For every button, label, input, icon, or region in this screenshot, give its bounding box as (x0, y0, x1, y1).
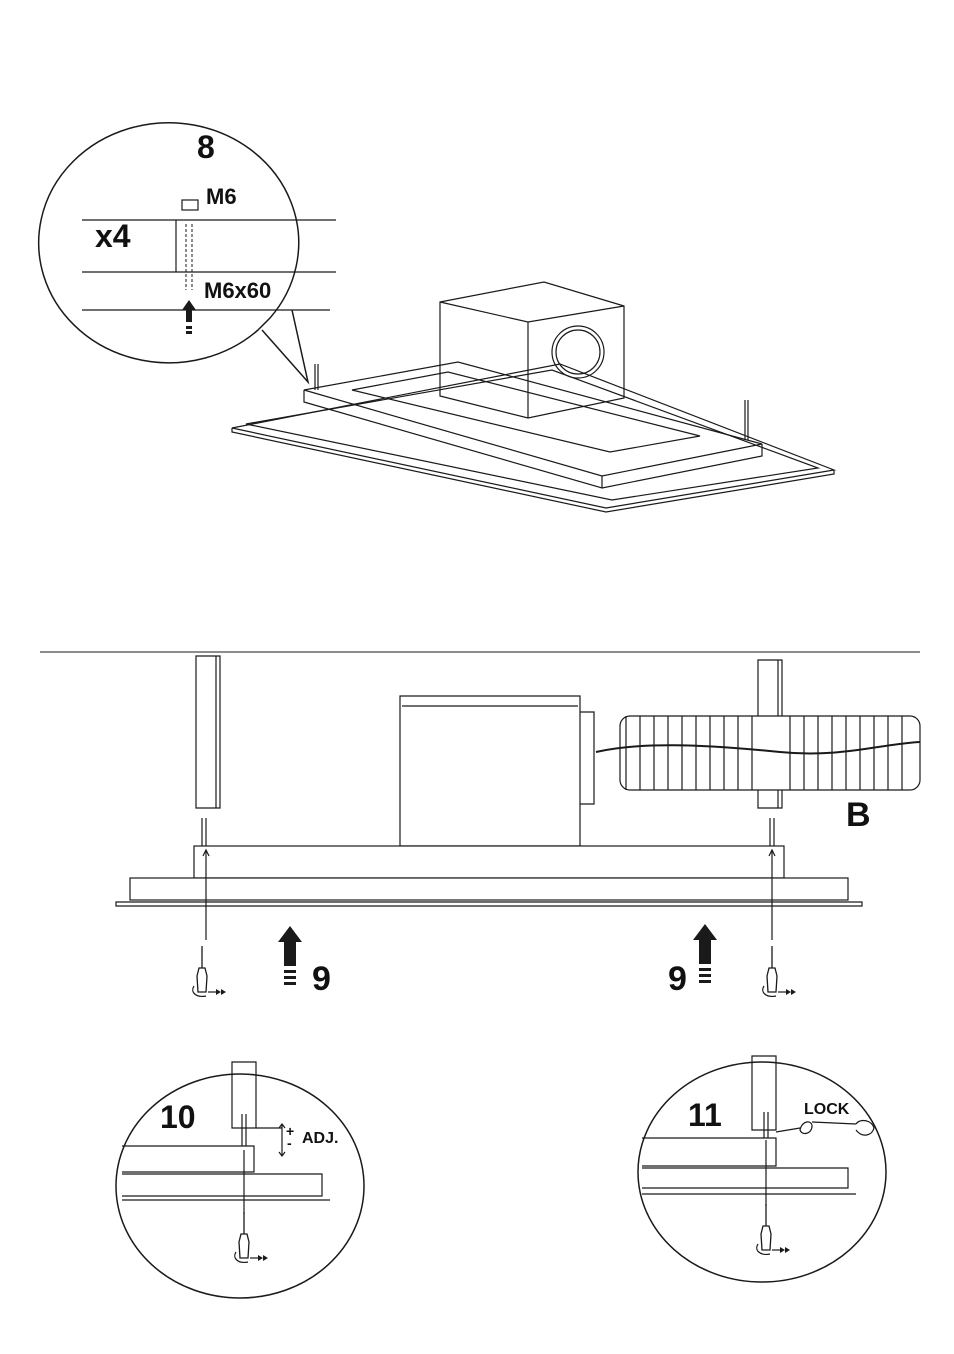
step10-detail-callout: 10 + - ADJ. (116, 1062, 364, 1298)
stud-right (745, 400, 748, 440)
flexible-duct (596, 716, 920, 790)
bracket-left (196, 656, 220, 808)
step10-number: 10 (160, 1099, 196, 1135)
step9-illustration (116, 656, 920, 940)
lock-label: LOCK (804, 1101, 850, 1118)
step8-illustration (232, 282, 834, 512)
adjust-minus: - (287, 1135, 292, 1151)
hood-frame (304, 362, 762, 488)
motor-box-side (400, 696, 580, 846)
quantity-label: x4 (95, 218, 131, 254)
hood-frame-side (194, 846, 784, 878)
screwdriver-icon (193, 946, 226, 996)
duct-label: B (846, 796, 871, 834)
hood-panel-side (130, 878, 848, 900)
arrow-up-icon (278, 926, 302, 985)
callout-bubble (39, 123, 299, 363)
nut-icon (182, 200, 198, 210)
screwdriver-icon (763, 946, 796, 996)
step8-number: 8 (197, 129, 215, 165)
step9-number-left: 9 (312, 960, 331, 998)
stud-left (315, 364, 318, 390)
arrow-up-icon (693, 924, 717, 983)
motor-outlet (552, 326, 604, 378)
screw-label: M6x60 (204, 278, 271, 303)
nut-label: M6 (206, 184, 237, 209)
step9-number-right: 9 (668, 960, 687, 998)
step8-detail-callout: 8 x4 M6 M6x60 (39, 123, 336, 382)
step11-number: 11 (688, 1097, 722, 1133)
motor-box (440, 282, 624, 418)
adjust-label: ADJ. (302, 1130, 338, 1147)
step11-detail-callout: 11 LOCK (638, 1056, 886, 1282)
